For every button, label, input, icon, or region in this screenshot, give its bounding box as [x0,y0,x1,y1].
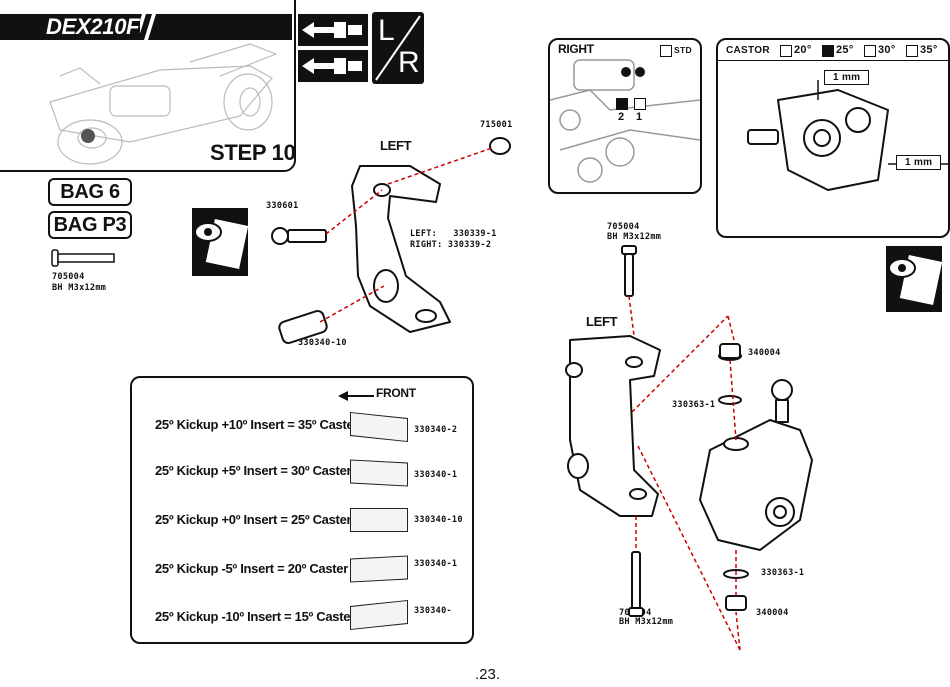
step-title: STEP 10 [210,140,296,165]
pos-1-label: 1 [636,111,643,123]
hardware-desc: BH M3x12mm [52,283,107,293]
nut-code: 715001 [480,120,513,130]
castor-30-checkbox[interactable] [864,45,876,57]
castor-title: CASTOR [726,45,770,56]
castor-20-label: 20° [794,44,812,56]
insert-icon-4 [350,555,408,583]
caster-row-1: 25º Kickup +10º Insert = 35º Caster [155,417,359,432]
right-panel-title: RIGHT [558,42,594,56]
caster-table [130,376,474,644]
pin-top-code: 705004 [607,222,640,232]
upper-side-label: LEFT [380,138,412,153]
caster-row-5-part: 330340- [414,606,452,616]
castor-20-checkbox[interactable] [780,45,792,57]
lr-badge-l: L [378,14,395,47]
arrow-icon-top [298,14,368,46]
std-checkbox[interactable] [660,45,672,57]
castor-dim-top: 1 mm [824,70,870,85]
castor-35-label: 35° [920,44,938,56]
screw-icon-small [48,248,118,268]
insert-icon-3 [350,508,408,532]
castor-dim-bottom: 1 mm [896,155,942,170]
right-panel: RIGHT STD 2 1 [548,38,702,194]
lr-badge: L R [372,12,424,84]
brand-bar [0,14,140,40]
lr-badge-r: R [398,46,420,79]
lower-exploded-view [550,240,830,660]
arrow-icon-bottom [298,50,368,82]
bag-label-2: BAG P3 [48,211,132,239]
eye-manual-icon-right [886,246,943,312]
caster-row-1-part: 330340-2 [414,425,458,435]
std-label: STD [674,45,692,55]
hub-code: LEFT: 330339-1 RIGHT: 330339-2 [410,229,497,250]
front-arrow-icon [338,388,374,401]
lower-side-label: LEFT [586,314,618,329]
front-label: FRONT [376,386,416,400]
pos-2-label: 2 [618,111,625,123]
caster-row-4: 25º Kickup -5º Insert = 20º Caster [155,561,348,576]
insert-code: 330340-10 [298,338,347,348]
castor-30-label: 30° [878,44,896,56]
washer-top-code: 330363-1 [672,400,716,410]
caster-row-3-part: 330340-10 [414,515,463,525]
pin-bottom-desc: BH M3x12mm [619,617,674,627]
pos-1-checkbox[interactable] [634,98,646,110]
caster-row-2: 25º Kickup +5º Insert = 30º Caster [155,463,352,478]
eye-manual-icon [192,208,249,276]
caster-row-2-part: 330340-1 [414,470,458,480]
caster-row-4-part: 330340-1 [414,559,458,569]
car-illustration [40,43,280,165]
page-number: .23. [475,666,501,683]
hardware-code: 705004 [52,272,85,282]
caster-row-5: 25º Kickup -10º Insert = 15º Caster [155,609,355,624]
brand-logo: DEX210F [46,14,140,39]
washer-bottom-code: 330363-1 [761,568,805,578]
insert-icon-2 [350,459,408,487]
castor-25-label: 25° [836,44,854,56]
brand-stripes [124,14,292,40]
caster-row-3: 25º Kickup +0º Insert = 25º Caster [155,512,352,527]
castor-25-checkbox[interactable] [822,45,834,57]
castor-35-checkbox[interactable] [906,45,918,57]
header-box [0,0,296,172]
pos-2-checkbox[interactable] [616,98,628,110]
bag-label-1: BAG 6 [48,178,132,206]
bush-top-code: 340004 [748,348,781,358]
bush-bottom-code: 340004 [756,608,789,618]
upper-exploded-view [260,126,520,346]
castor-panel: CASTOR 20° 25° 30° 35° 1 mm 1 mm [716,38,950,238]
castor-header [718,40,948,61]
pin-top-desc: BH M3x12mm [607,232,662,242]
screw-code: 330601 [266,201,299,211]
